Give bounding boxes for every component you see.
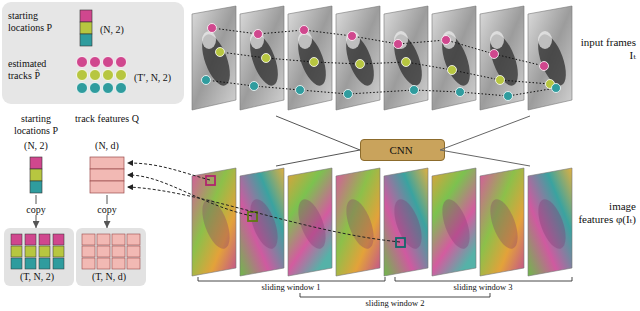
window-label: sliding window 2 [365,299,424,308]
node-label: image features φ(Iₜ) [578,200,636,225]
edge-label: copy [95,204,118,216]
node-label: starting locations P [3,113,69,136]
node-label: input frames Iₜ [578,36,636,61]
node-label: starting locations P [8,10,72,33]
shape-label: (N, 2) [100,24,124,36]
sampling-arrows [128,163,400,242]
input-frames [192,6,572,110]
node-label: (T, N, d) [76,271,142,283]
edge-label: copy [24,204,47,216]
node-label: CNN [361,144,441,157]
window-label: sliding window 3 [453,283,512,292]
feature-rows [90,157,124,193]
window-label: sliding window 1 [261,283,320,292]
connector-line [276,150,360,166]
point-tracks [206,28,556,96]
node-label: (T, N, 2) [4,271,70,283]
cnn-box: CNN [360,139,445,161]
shape-label: estimated tracks P̂ [8,58,72,81]
cnn-wires [440,116,530,166]
connector-line [276,116,360,150]
shape-label: (T′, N, 2) [134,72,171,84]
track-points [202,24,561,101]
node-label: track features Q [74,113,140,125]
shape-label: (N, 2) [3,140,69,152]
feature-maps [192,168,572,276]
window-brackets [198,277,572,297]
shape-label: (N, d) [74,140,140,152]
